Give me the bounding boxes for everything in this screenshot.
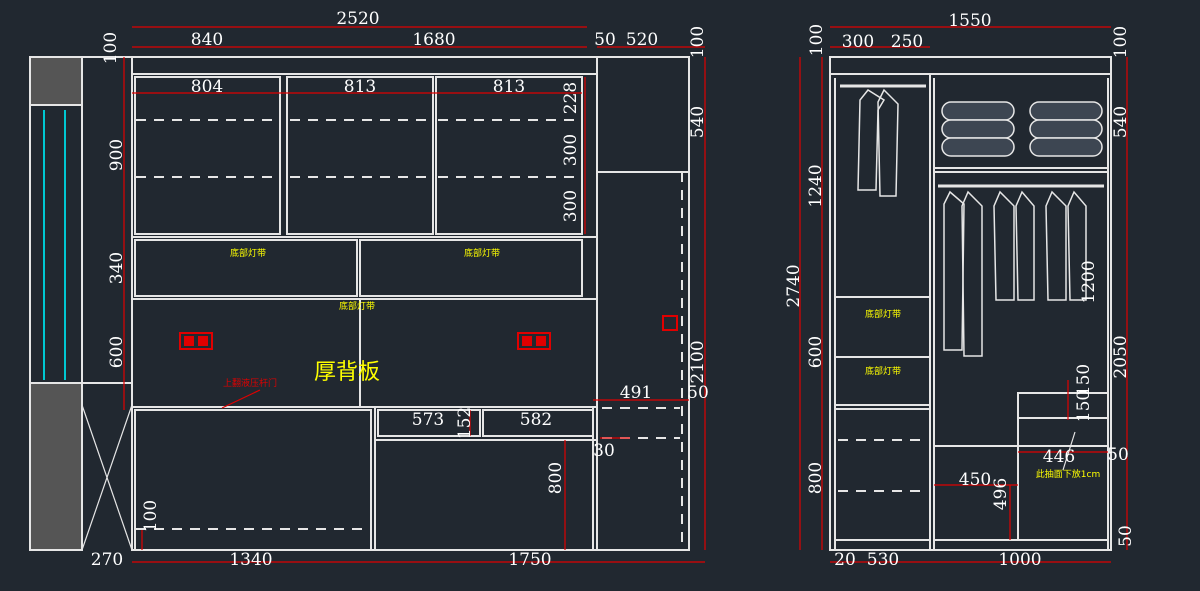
dim-side-800: 800 <box>806 462 826 494</box>
dim-middle-width: 1680 <box>412 30 455 50</box>
dim-side-1000: 1000 <box>998 550 1041 570</box>
socket-icon <box>179 332 213 350</box>
side-dim-lines <box>799 26 1128 563</box>
dim-side-total: 1550 <box>948 11 991 31</box>
front-dim-lines <box>123 26 706 563</box>
side-frame <box>829 56 1112 551</box>
dim-height-340: 340 <box>107 252 127 284</box>
accent-lines <box>43 110 66 380</box>
dim-total-width: 2520 <box>336 9 379 29</box>
side-elevation <box>829 56 1112 551</box>
wall-hatch-bottom <box>29 382 83 551</box>
front-sockets <box>179 315 678 409</box>
dim-drawer-152: 152 <box>455 407 475 439</box>
dim-bottom-270: 270 <box>91 550 123 570</box>
dim-side-530: 530 <box>867 550 899 570</box>
side-light-strip-label: 底部灯带 <box>865 365 901 377</box>
dim-niche-a: 804 <box>191 77 223 97</box>
front-dim-text: 2520 840 1680 50 520 100 100 804 813 813… <box>91 9 709 570</box>
dim-side-50: 50 <box>1107 445 1129 465</box>
dim-left-width: 840 <box>191 30 223 50</box>
dim-top-margin-left: 100 <box>101 32 121 64</box>
dim-bottom-1750: 1750 <box>508 550 551 570</box>
dim-shelf-300a: 300 <box>561 134 581 166</box>
switch-icon <box>662 315 678 331</box>
dim-side-20: 20 <box>834 550 856 570</box>
light-strip-label: 底部灯带 <box>464 247 500 259</box>
dim-height-2100: 2100 <box>688 340 708 383</box>
dim-drawer-573: 573 <box>412 410 444 430</box>
dim-top-margin-right: 100 <box>688 26 708 58</box>
side-labels: 底部灯带 底部灯带 此抽面下放1cm <box>865 308 1100 480</box>
dim-side-50-bottom: 50 <box>1116 525 1136 547</box>
dim-height-540: 540 <box>688 106 708 138</box>
dim-side-1200: 1200 <box>1079 260 1099 303</box>
dim-height-600: 600 <box>107 336 127 368</box>
front-frame <box>131 56 690 551</box>
light-strip-label: 底部灯带 <box>339 300 375 312</box>
dim-width-491: 491 <box>620 383 652 403</box>
dim-drawer-582: 582 <box>520 410 552 430</box>
dim-niche-c: 813 <box>493 77 525 97</box>
dim-side-1240: 1240 <box>806 164 826 207</box>
dim-gap-50: 50 <box>594 30 616 50</box>
dim-bottom-1340: 1340 <box>229 550 272 570</box>
dim-height-900: 900 <box>107 139 127 171</box>
dim-side-450: 450 <box>959 470 991 490</box>
dim-side-250: 250 <box>891 32 923 52</box>
hanging-clothes <box>857 88 1087 357</box>
dim-side-600: 600 <box>806 336 826 368</box>
dim-side-300: 300 <box>842 32 874 52</box>
dim-base-100: 100 <box>141 500 161 532</box>
side-dim-text: 1550 300 250 100 100 1240 2740 600 800 5… <box>784 11 1136 570</box>
drawer-note-label: 此抽面下放1cm <box>1036 468 1100 480</box>
dim-height-50: 50 <box>687 383 709 403</box>
dim-width-30: 30 <box>593 441 615 461</box>
dim-side-540: 540 <box>1111 106 1131 138</box>
dim-shelf-228: 228 <box>561 82 581 114</box>
side-light-strip-label: 底部灯带 <box>865 308 901 320</box>
wall-hatch-top <box>29 56 83 106</box>
dim-side-150b: 150 <box>1074 390 1094 422</box>
dim-side-100-right: 100 <box>1111 26 1131 58</box>
flip-door-label: 上翻液压杆门 <box>223 377 277 389</box>
dim-height-800: 800 <box>546 462 566 494</box>
dim-side-100-left: 100 <box>807 24 827 56</box>
dim-niche-b: 813 <box>344 77 376 97</box>
front-shelves <box>136 119 683 550</box>
dim-side-446: 446 <box>1043 447 1075 467</box>
front-labels: 底部灯带 底部灯带 底部灯带 厚背板 上翻液压杆门 <box>223 247 500 389</box>
side-dashes <box>838 439 928 492</box>
front-elevation <box>29 56 690 551</box>
light-strip-label: 底部灯带 <box>230 247 266 259</box>
dim-right-width: 520 <box>626 30 658 50</box>
socket-icon <box>517 332 551 350</box>
folded-towels <box>941 101 1103 157</box>
back-panel-label: 厚背板 <box>314 360 380 385</box>
dim-shelf-300b: 300 <box>561 190 581 222</box>
dim-side-2740: 2740 <box>784 264 804 307</box>
dim-side-2050: 2050 <box>1111 335 1131 378</box>
dim-side-496: 496 <box>991 478 1011 510</box>
dim-side-150: 150 <box>1074 364 1094 396</box>
